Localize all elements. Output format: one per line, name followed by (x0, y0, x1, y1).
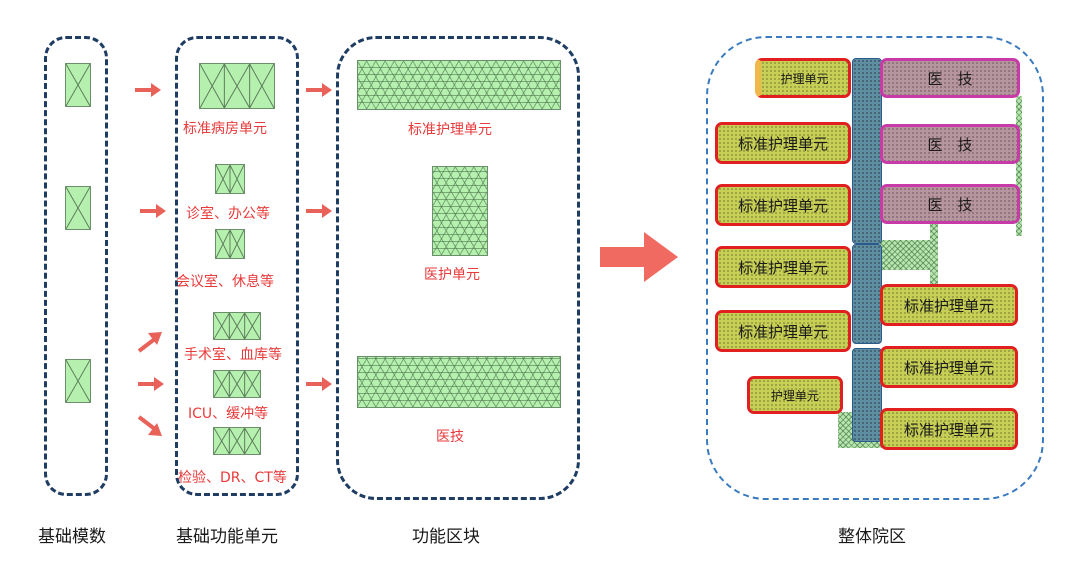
medical-nursing-block (432, 166, 488, 256)
label-clinic-office: 诊室、办公等 (186, 206, 270, 222)
vertical-core (852, 58, 882, 244)
vertical-core (852, 244, 882, 344)
campus-medical-tech: 医 技 (880, 58, 1020, 98)
label-standard-nursing-block: 标准护理单元 (408, 122, 492, 138)
caption-whole-campus: 整体院区 (838, 527, 906, 547)
surgery-module (213, 312, 261, 340)
campus-standard-nursing-unit: 标准护理单元 (715, 246, 851, 288)
arrow-up-right-icon (137, 332, 162, 353)
meeting-module (215, 229, 245, 259)
arrow-right-icon (306, 377, 332, 391)
arrow-right-icon (140, 204, 166, 218)
clinic-module (215, 164, 245, 194)
basic-function-unit-frame (175, 36, 299, 496)
ward-unit-module (199, 63, 275, 109)
label-standard-ward: 标准病房单元 (183, 121, 267, 137)
function-block-frame (336, 36, 580, 500)
campus-standard-nursing-unit: 标准护理单元 (880, 346, 1018, 388)
campus-standard-nursing-unit: 标准护理单元 (715, 122, 851, 164)
connector (880, 240, 938, 270)
module-box-3 (65, 359, 91, 403)
whole-campus-frame (706, 36, 1044, 500)
big-arrow-right-icon (600, 232, 678, 282)
arrow-right-icon (138, 377, 164, 391)
icu-module (213, 370, 261, 398)
basic-module-frame (44, 36, 108, 496)
arrow-down-right-icon (137, 415, 162, 436)
campus-nursing-unit-small: 护理单元 (755, 58, 851, 98)
caption-function-block: 功能区块 (412, 527, 480, 547)
label-meeting-rest: 会议室、休息等 (176, 274, 274, 290)
module-box-1 (65, 63, 91, 107)
connector (930, 222, 938, 286)
arrow-right-icon (135, 83, 161, 97)
campus-standard-nursing-unit: 标准护理单元 (715, 184, 851, 226)
arrow-right-icon (306, 83, 332, 97)
label-lab-dr-ct: 检验、DR、CT等 (178, 470, 287, 486)
arrow-right-icon (306, 204, 332, 218)
campus-medical-tech: 医 技 (880, 124, 1020, 164)
campus-standard-nursing-unit: 标准护理单元 (880, 284, 1018, 326)
label-medical-tech-block: 医技 (436, 429, 464, 445)
connector (1016, 96, 1022, 236)
label-icu-buffer: ICU、缓冲等 (188, 406, 269, 422)
campus-standard-nursing-unit: 标准护理单元 (715, 310, 851, 352)
lab-module (213, 427, 261, 455)
campus-medical-tech: 医 技 (880, 184, 1020, 224)
campus-nursing-unit-small: 护理单元 (747, 376, 843, 414)
label-surgery-blood: 手术室、血库等 (184, 347, 282, 363)
module-box-2 (65, 186, 91, 230)
campus-standard-nursing-unit: 标准护理单元 (880, 408, 1018, 450)
standard-nursing-block (357, 60, 561, 110)
vertical-core (852, 348, 882, 442)
label-medical-nursing-block: 医护单元 (424, 267, 480, 283)
medical-tech-block (357, 356, 561, 408)
caption-basic-function-unit: 基础功能单元 (176, 527, 278, 547)
caption-basic-module: 基础模数 (38, 527, 106, 547)
